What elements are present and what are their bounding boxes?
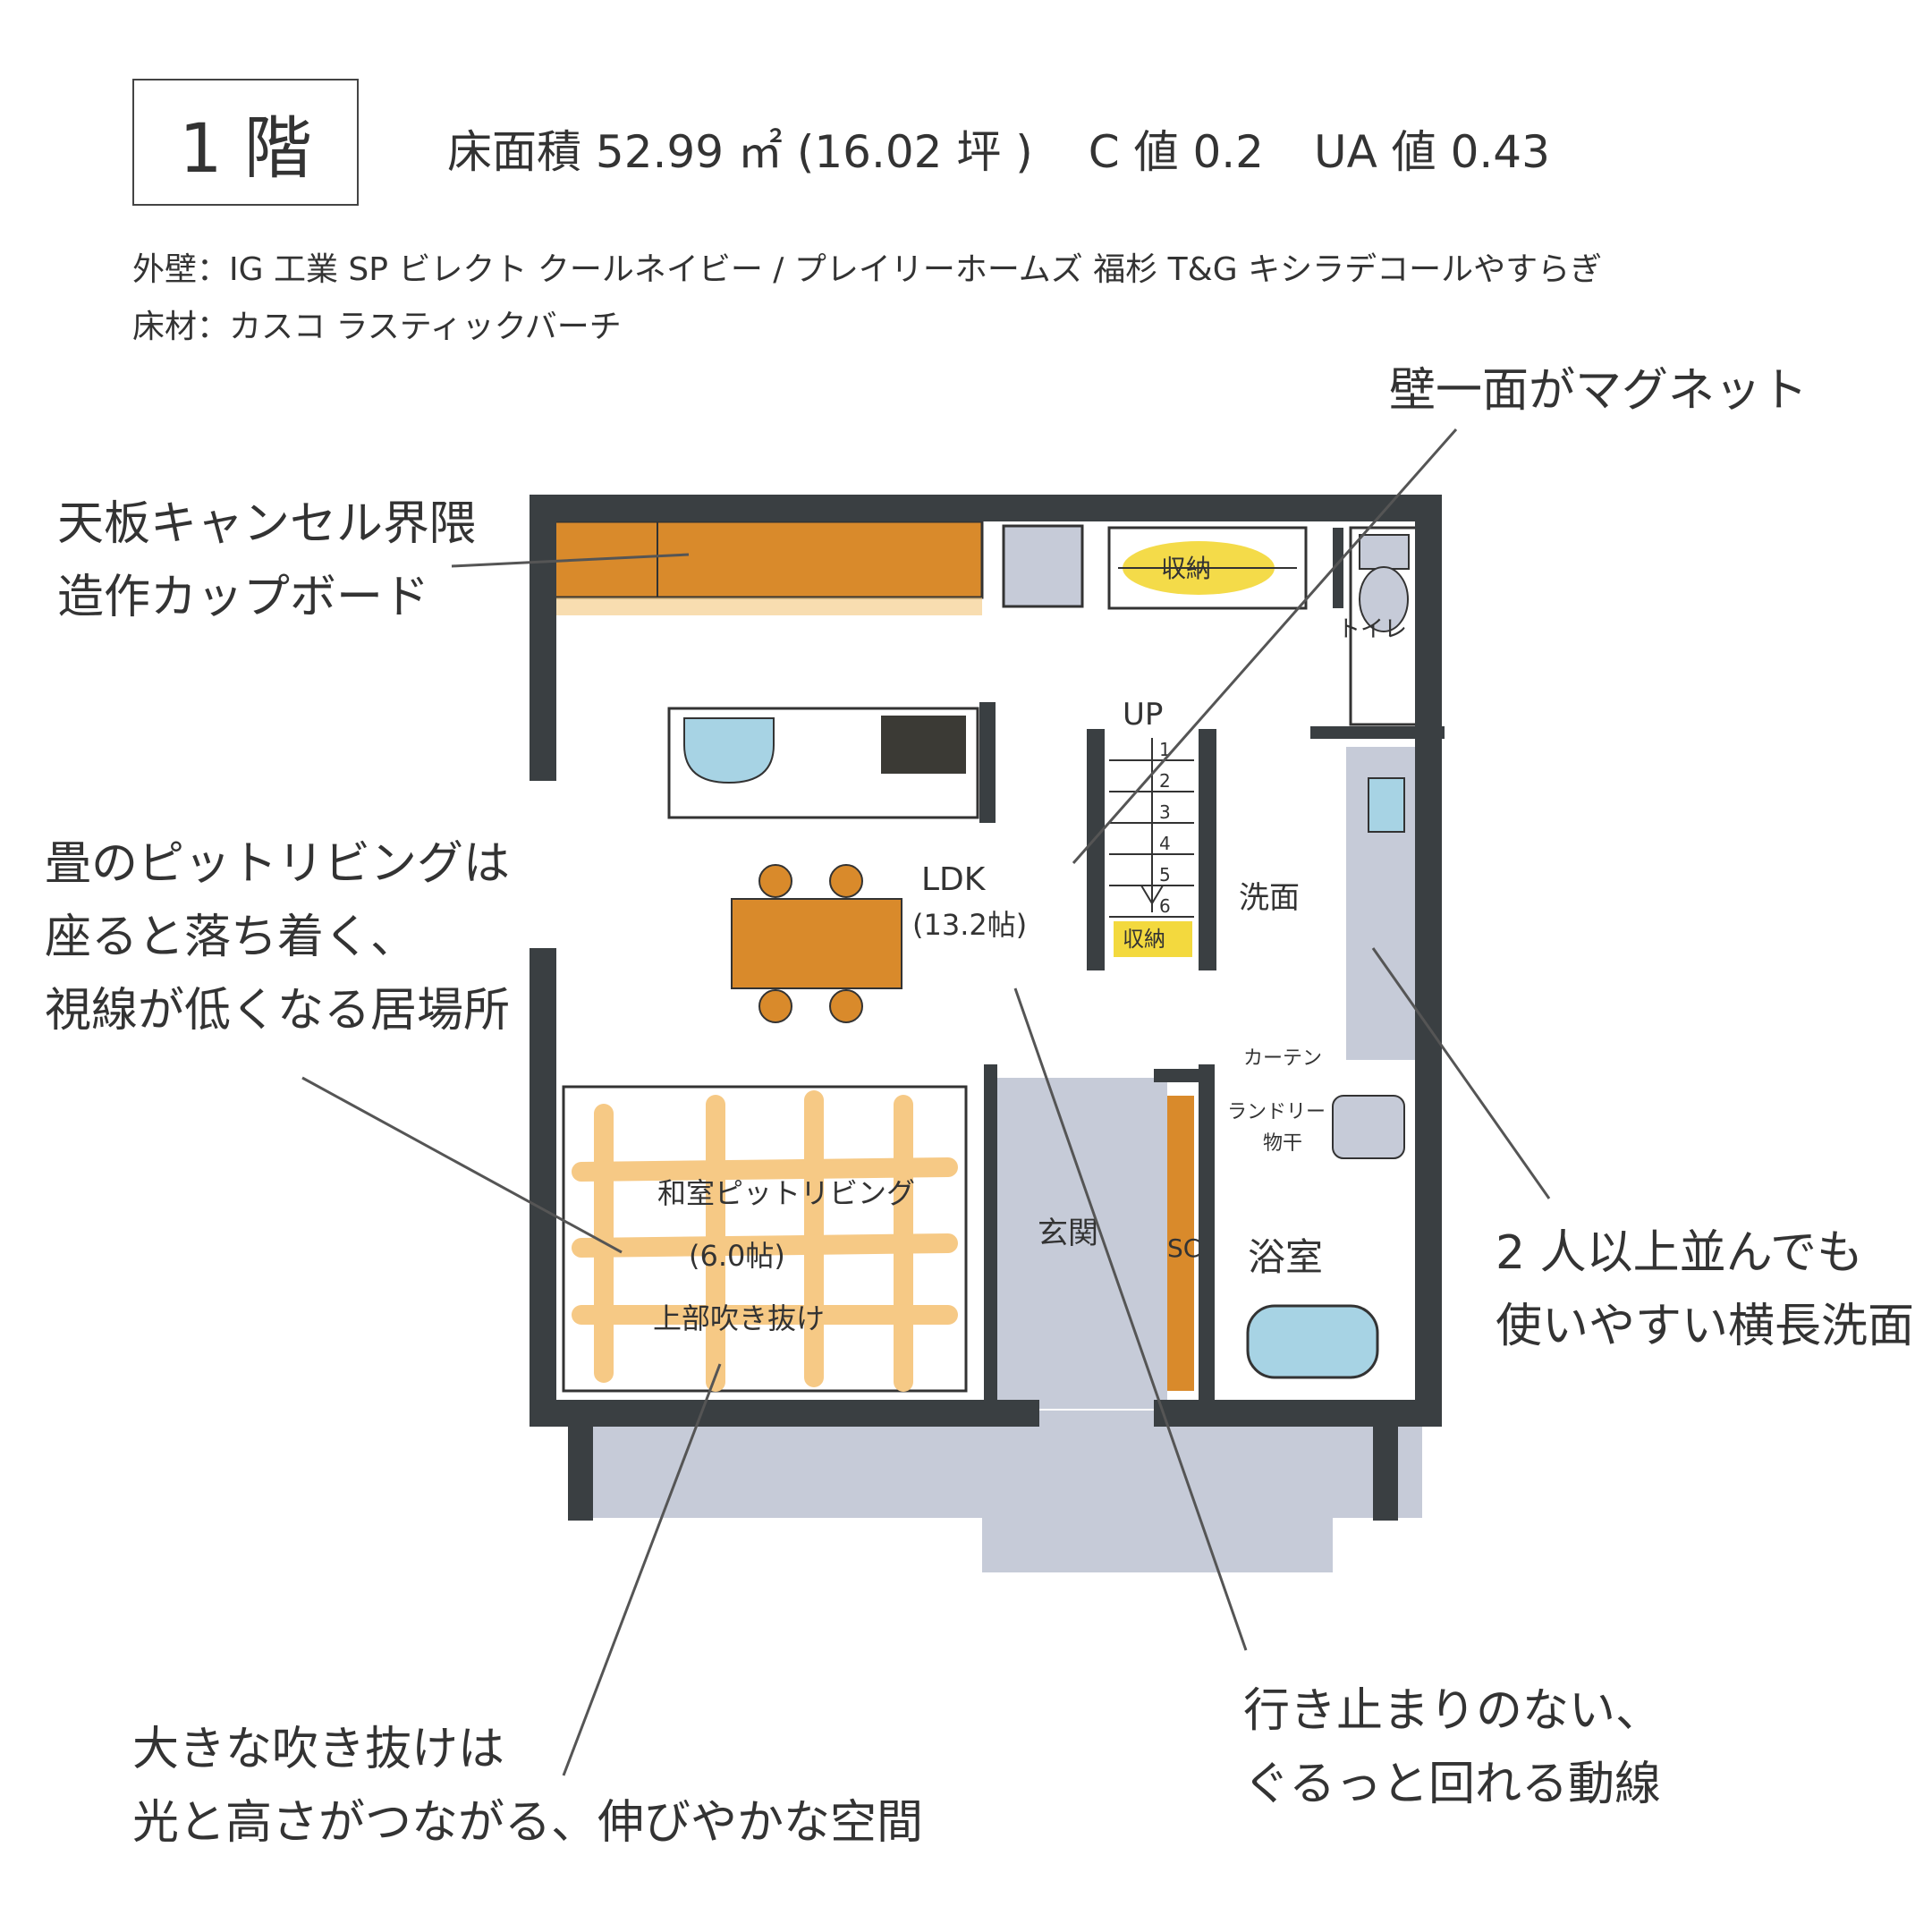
leader-void — [562, 1363, 722, 1776]
label-shoe-closet: SC — [1167, 1233, 1200, 1263]
note-cupboard-line1: 天板キャンセル界隈 — [57, 497, 477, 551]
c-value: C 値 0.2 — [1088, 126, 1264, 178]
note-pit-line1: 畳のピットリビングは — [45, 837, 511, 891]
label-washroom: 洗面 — [1239, 880, 1300, 916]
chair — [829, 864, 863, 898]
stair-number: 3 — [1159, 801, 1171, 823]
storage-stairs-highlight — [1114, 921, 1192, 957]
label-drying: 物干 — [1263, 1132, 1302, 1155]
note-wide-washroom: 2 人以上並んでも 使いやすい横長洗面 — [1496, 1216, 1914, 1363]
washing-machine — [1332, 1095, 1405, 1159]
cupboard-shadow — [547, 597, 982, 615]
cupboard — [546, 520, 984, 599]
note-void-line1: 大きな吹き抜けは — [132, 1723, 505, 1776]
note-circ-line1: 行き止まりのない、 — [1243, 1684, 1663, 1738]
label-pit-room: 和室ピットリビング — [657, 1176, 915, 1210]
stair-number: 5 — [1159, 864, 1171, 886]
leader-lines — [301, 428, 1551, 1776]
stair-number: 6 — [1159, 895, 1171, 917]
floor-area: 床面積 52.99 ㎡ (16.02 坪 ) — [447, 126, 1033, 178]
chair — [829, 989, 863, 1023]
label-ldk: LDK — [921, 861, 987, 898]
outer-walls — [530, 495, 1445, 1521]
note-cupboard: 天板キャンセル界隈 造作カップボード — [57, 487, 476, 634]
spec-line: 床面積 52.99 ㎡ (16.02 坪 ) C 値 0.2 UA 値 0.43 — [447, 116, 1550, 181]
kitchen-wall — [979, 702, 996, 823]
label-pit-void: 上部吹き抜け — [653, 1301, 825, 1335]
note-pit-line2: 座ると落ち着く、 — [45, 911, 418, 964]
leader-pit-living — [301, 1076, 623, 1254]
label-toilet: トイレ — [1337, 616, 1407, 643]
note-circulation: 行き止まりのない、 ぐるっと回れる動線 — [1243, 1674, 1662, 1821]
stair-number: 1 — [1159, 739, 1171, 760]
toilet-tank — [1359, 534, 1410, 570]
label-laundry: ランドリー — [1227, 1101, 1326, 1123]
note-void-line2: 光と高さがつながる、伸びやかな空間 — [132, 1796, 924, 1850]
label-up: UP — [1123, 697, 1163, 733]
cooktop — [881, 716, 966, 774]
porch-tile — [572, 1411, 1422, 1518]
chair — [758, 864, 792, 898]
label-storage-top: 収納 — [1161, 554, 1211, 583]
label-ldk-size: (13.2帖) — [912, 908, 1027, 942]
note-magnet-wall: 壁一面がマグネット — [1389, 354, 1808, 428]
label-entrance: 玄関 — [1038, 1216, 1098, 1251]
note-circ-line2: ぐるっと回れる動線 — [1243, 1758, 1661, 1811]
note-wash-line2: 使いやすい横長洗面 — [1496, 1300, 1915, 1353]
leader-magnet-wall — [1072, 428, 1458, 864]
dining-table — [731, 898, 902, 989]
porch-step — [982, 1512, 1333, 1572]
leader-cupboard — [451, 553, 690, 568]
entrance-floor — [984, 1078, 1167, 1409]
floor-badge: 1 階 — [132, 79, 359, 206]
stair-wall-left — [1087, 729, 1105, 970]
stair-wall-right — [1199, 729, 1216, 970]
tatami-grid — [572, 1090, 958, 1392]
note-pit-living: 畳のピットリビングは 座ると落ち着く、 視線が低くなる居場所 — [45, 827, 510, 1047]
kitchen-sink — [683, 717, 775, 784]
flooring-spec: 床材：カスコ ラスティックバーチ — [132, 309, 622, 345]
note-wash-line1: 2 人以上並んでも — [1496, 1226, 1864, 1280]
label-bath: 浴室 — [1248, 1235, 1323, 1279]
ua-value: UA 値 0.43 — [1313, 126, 1550, 178]
label-pit-size: (6.0帖) — [689, 1239, 785, 1273]
chair — [758, 989, 792, 1023]
note-magnet-line1: 壁一面がマグネット — [1389, 364, 1809, 418]
note-pit-line3: 視線が低くなる居場所 — [45, 984, 511, 1038]
bathtub — [1246, 1304, 1379, 1379]
leader-wide-washroom — [1371, 947, 1551, 1199]
label-curtain: カーテン — [1243, 1047, 1322, 1070]
stair-number: 2 — [1159, 770, 1171, 792]
stair-number: 4 — [1159, 833, 1171, 854]
note-void: 大きな吹き抜けは 光と高さがつながる、伸びやかな空間 — [132, 1713, 923, 1860]
vanity-sink — [1368, 777, 1405, 833]
exterior-wall-spec: 外壁：IG 工業 SP ビレクト クールネイビー / プレイリーホームズ 福杉 … — [132, 251, 1603, 288]
fridge — [1002, 524, 1084, 608]
toilet-bowl — [1359, 566, 1409, 632]
floor-label: 1 階 — [179, 108, 312, 188]
shoe-closet — [1167, 1096, 1194, 1391]
leader-circulation — [1013, 987, 1248, 1651]
note-cupboard-line2: 造作カップボード — [57, 571, 430, 624]
label-storage-stairs: 収納 — [1123, 927, 1165, 952]
